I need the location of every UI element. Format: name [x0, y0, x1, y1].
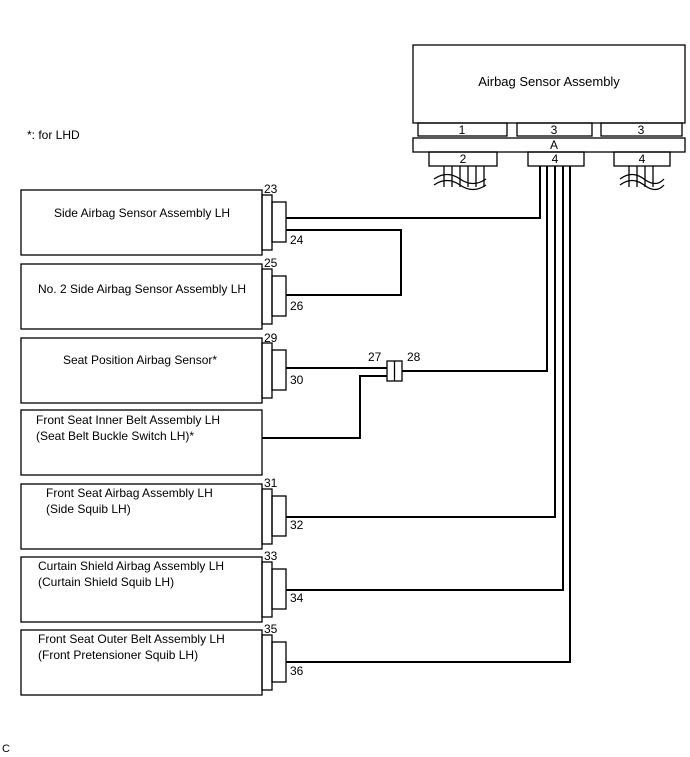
junction-pin-right: 28 — [407, 350, 421, 364]
pin-number: 31 — [264, 476, 278, 490]
component-curtain-shield-airbag-lh — [20, 556, 287, 623]
component-label-line2: (Seat Belt Buckle Switch LH)* — [36, 429, 194, 443]
pin-number: 36 — [290, 664, 304, 678]
ecu-conn-label-4b: 4 — [639, 152, 646, 166]
ecu-connector-4-bottom-b — [613, 151, 671, 167]
component-no2-side-airbag-sensor-lh — [20, 263, 287, 330]
pin-number: 29 — [264, 331, 278, 345]
pin-number: 33 — [264, 549, 278, 563]
wire-junction-to-inner-belt — [262, 375, 387, 439]
wire-pin24-to-pin26 — [286, 229, 402, 296]
pin-number: 35 — [264, 622, 278, 636]
component-label-line1: Side Airbag Sensor Assembly LH — [54, 206, 230, 220]
airbag-sensor-assembly — [412, 44, 686, 167]
ecu-conn-label-3a: 3 — [551, 123, 558, 137]
component-label-line2: (Side Squib LH) — [46, 502, 131, 516]
component-label-line2: (Front Pretensioner Squib LH) — [38, 648, 198, 662]
component-label-line1: Front Seat Inner Belt Assembly LH — [36, 413, 220, 427]
ecu-conn-label-4a: 4 — [552, 152, 559, 166]
pin-number: 34 — [290, 591, 304, 605]
component-seat-position-airbag-sensor — [20, 337, 287, 404]
wire-ecu-to-pin32 — [286, 166, 556, 518]
pin-number: 30 — [290, 373, 304, 387]
component-label-line1: Front Seat Airbag Assembly LH — [46, 486, 213, 500]
ecu-conn-label-2: 2 — [460, 152, 467, 166]
junction-connector — [386, 360, 403, 382]
junction-pin-left: 27 — [368, 350, 382, 364]
ecu-bar-label-a: A — [550, 138, 558, 152]
pin-number: 32 — [290, 518, 304, 532]
harness-stub-connector-2 — [433, 166, 487, 191]
wire-ecu-to-pin36 — [286, 166, 571, 663]
ecu-conn-label-3b: 3 — [638, 123, 645, 137]
wire-ecu-to-pin34 — [286, 166, 564, 591]
component-label-line2: (Curtain Shield Squib LH) — [38, 575, 174, 589]
ecu-connector-1-top — [417, 122, 508, 137]
ecu-connector-3-top-a — [516, 122, 593, 137]
pin-number: 25 — [264, 256, 278, 270]
wire-ecu-to-pin23 — [286, 166, 541, 219]
component-label-line1: No. 2 Side Airbag Sensor Assembly LH — [38, 282, 246, 296]
ecu-conn-label-1: 1 — [459, 123, 466, 137]
component-label-line1: Seat Position Airbag Sensor* — [63, 353, 217, 367]
harness-stub-connector-4b — [619, 166, 665, 191]
wire-ecu-to-pin28 — [402, 166, 548, 372]
component-side-airbag-sensor-lh — [20, 189, 287, 256]
component-label-line1: Curtain Shield Airbag Assembly LH — [38, 559, 224, 573]
ecu-connector-3-top-b — [600, 122, 683, 137]
component-front-seat-inner-belt-lh — [20, 409, 263, 476]
lhd-note: *: for LHD — [27, 128, 80, 142]
ecu-title: Airbag Sensor Assembly — [478, 74, 620, 89]
wires — [262, 166, 571, 663]
pin-number: 24 — [290, 233, 304, 247]
pin-number: 26 — [290, 299, 304, 313]
ecu-connector-2-bottom — [428, 151, 498, 167]
footer-code: C — [2, 743, 10, 755]
pin-number: 23 — [264, 182, 278, 196]
component-label-line1: Front Seat Outer Belt Assembly LH — [38, 632, 225, 646]
